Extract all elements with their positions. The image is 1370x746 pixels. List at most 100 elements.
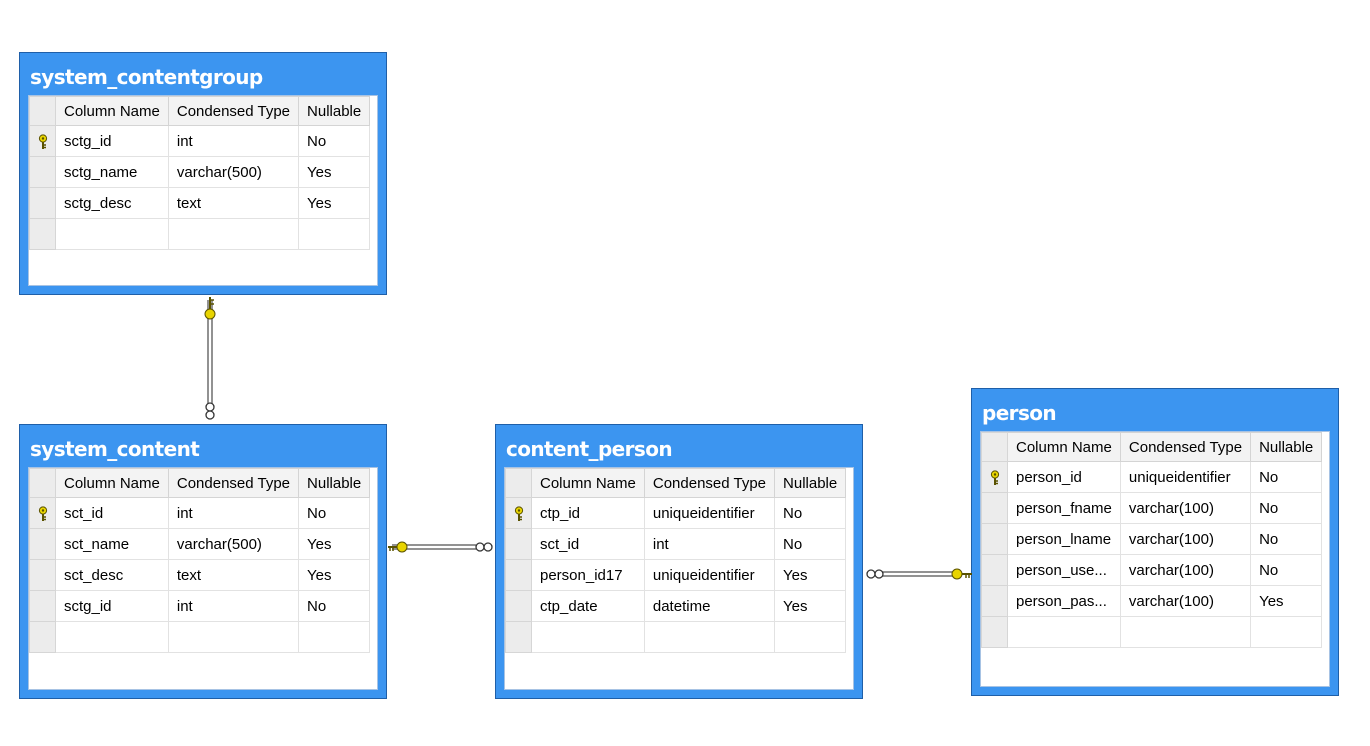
row-selector[interactable] bbox=[981, 554, 1008, 586]
row-selector[interactable] bbox=[29, 621, 56, 653]
condensed-type-cell[interactable]: varchar(100) bbox=[1119, 492, 1252, 524]
header-condensed-type: Condensed Type bbox=[1119, 432, 1252, 462]
table-row[interactable]: person_use...varchar(100)No bbox=[981, 554, 1323, 586]
row-selector[interactable] bbox=[29, 218, 56, 250]
key-end-icon bbox=[951, 568, 972, 580]
condensed-type-cell[interactable]: varchar(100) bbox=[1119, 554, 1252, 586]
nullable-cell[interactable]: Yes bbox=[774, 590, 847, 622]
nullable-cell[interactable]: No bbox=[298, 590, 371, 622]
row-selector[interactable] bbox=[505, 621, 532, 653]
column-name-cell[interactable]: sctg_name bbox=[55, 156, 169, 188]
condensed-type-cell[interactable]: varchar(500) bbox=[167, 156, 300, 188]
column-name-cell[interactable]: person_id bbox=[1007, 461, 1121, 493]
condensed-type-cell[interactable] bbox=[1119, 616, 1252, 648]
condensed-type-cell[interactable] bbox=[167, 218, 300, 250]
row-selector[interactable] bbox=[505, 528, 532, 560]
column-name-cell[interactable]: sct_name bbox=[55, 528, 169, 560]
header-nullable: Nullable bbox=[774, 468, 847, 498]
row-selector[interactable] bbox=[29, 528, 56, 560]
column-name-cell[interactable] bbox=[1007, 616, 1121, 648]
nullable-cell[interactable] bbox=[298, 621, 371, 653]
nullable-cell[interactable] bbox=[298, 218, 371, 250]
nullable-cell[interactable]: No bbox=[298, 497, 371, 529]
column-name-cell[interactable]: sct_id bbox=[55, 497, 169, 529]
nullable-cell[interactable]: No bbox=[298, 125, 371, 157]
table-row[interactable]: person_pas...varchar(100)Yes bbox=[981, 585, 1323, 617]
condensed-type-cell[interactable]: int bbox=[167, 125, 300, 157]
condensed-type-cell[interactable]: varchar(100) bbox=[1119, 523, 1252, 555]
condensed-type-cell[interactable]: datetime bbox=[643, 590, 776, 622]
nullable-cell[interactable]: Yes bbox=[774, 559, 847, 591]
header-selector bbox=[29, 468, 56, 498]
row-selector[interactable] bbox=[29, 125, 56, 157]
nullable-cell[interactable]: Yes bbox=[298, 187, 371, 219]
row-selector[interactable] bbox=[505, 497, 532, 529]
column-name-cell[interactable] bbox=[55, 218, 169, 250]
relationship-contentgroup-content[interactable] bbox=[204, 297, 216, 420]
nullable-cell[interactable] bbox=[1250, 616, 1323, 648]
header-nullable: Nullable bbox=[1250, 432, 1323, 462]
infinity-end-icon bbox=[475, 542, 493, 552]
row-selector[interactable] bbox=[981, 523, 1008, 555]
nullable-cell[interactable] bbox=[774, 621, 847, 653]
nullable-cell[interactable]: No bbox=[774, 528, 847, 560]
nullable-cell[interactable]: Yes bbox=[1250, 585, 1323, 617]
infinity-end-icon bbox=[866, 569, 884, 579]
row-selector[interactable] bbox=[981, 461, 1008, 493]
column-name-cell[interactable]: person_id17 bbox=[531, 559, 645, 591]
condensed-type-cell[interactable]: varchar(500) bbox=[167, 528, 300, 560]
row-selector[interactable] bbox=[29, 559, 56, 591]
new-row[interactable] bbox=[29, 621, 371, 653]
row-selector[interactable] bbox=[981, 492, 1008, 524]
condensed-type-cell[interactable]: uniqueidentifier bbox=[1119, 461, 1252, 493]
new-row[interactable] bbox=[29, 218, 371, 250]
condensed-type-cell[interactable]: uniqueidentifier bbox=[643, 559, 776, 591]
row-selector[interactable] bbox=[505, 590, 532, 622]
header-condensed-type: Condensed Type bbox=[643, 468, 776, 498]
relationship-contentperson-person[interactable] bbox=[866, 568, 972, 580]
column-name-cell[interactable]: sct_desc bbox=[55, 559, 169, 591]
relationship-content-contentperson[interactable] bbox=[388, 541, 493, 553]
nullable-cell[interactable]: Yes bbox=[298, 528, 371, 560]
condensed-type-cell[interactable] bbox=[643, 621, 776, 653]
column-name-cell[interactable]: person_pas... bbox=[1007, 585, 1121, 617]
new-row[interactable] bbox=[981, 616, 1323, 648]
table-title: content_person bbox=[506, 437, 673, 461]
nullable-cell[interactable]: Yes bbox=[298, 559, 371, 591]
column-name-cell[interactable]: sctg_id bbox=[55, 125, 169, 157]
row-selector[interactable] bbox=[505, 559, 532, 591]
condensed-type-cell[interactable]: varchar(100) bbox=[1119, 585, 1252, 617]
row-selector[interactable] bbox=[29, 590, 56, 622]
row-selector[interactable] bbox=[29, 497, 56, 529]
nullable-cell[interactable]: No bbox=[1250, 554, 1323, 586]
row-selector[interactable] bbox=[29, 156, 56, 188]
row-selector[interactable] bbox=[981, 585, 1008, 617]
condensed-type-cell[interactable]: int bbox=[167, 590, 300, 622]
column-name-cell[interactable] bbox=[531, 621, 645, 653]
row-selector[interactable] bbox=[981, 616, 1008, 648]
new-row[interactable] bbox=[505, 621, 847, 653]
condensed-type-cell[interactable]: text bbox=[167, 187, 300, 219]
condensed-type-cell[interactable] bbox=[167, 621, 300, 653]
